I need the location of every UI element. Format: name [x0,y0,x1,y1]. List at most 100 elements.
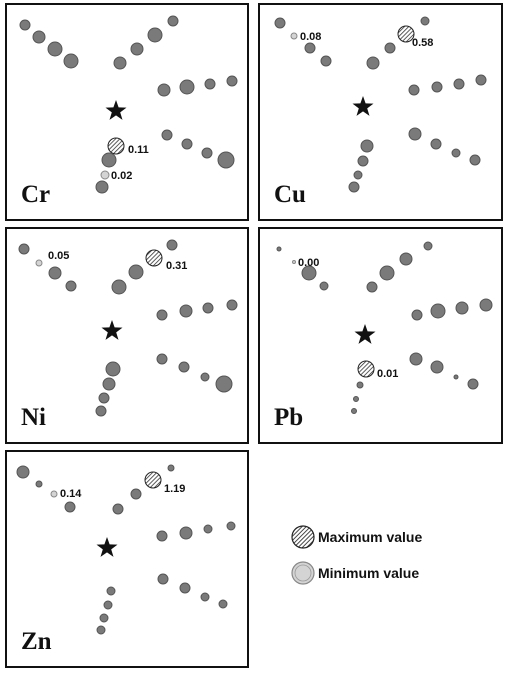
sample-point [399,252,413,266]
branch-top-left [16,465,76,513]
sample-point [475,74,487,86]
branch-top-right [366,16,430,70]
sample-point [226,75,238,87]
sample-point [157,573,169,585]
panel-pb: 0.00 0.01 Pb [258,227,503,444]
sample-point [112,503,124,515]
sample-point [101,152,117,168]
min-value-point [292,260,296,264]
panel-cr: 0.11 0.02 Cr [5,3,249,221]
source-star-icon [352,96,374,116]
sample-point [217,151,235,169]
panel-cu: 0.08 0.58 Cu [258,3,503,221]
min-value-label: 0.02 [111,170,132,182]
min-value-point [50,490,58,498]
sample-point [319,281,329,291]
sample-point [179,582,191,594]
sample-point [451,148,461,158]
sample-point [167,464,175,472]
sample-point [113,56,127,70]
branch-top-left [18,243,77,292]
branch-bottom [96,586,116,635]
max-value-label: 0.11 [128,144,149,156]
element-label: Cu [274,181,306,208]
sample-point [301,265,317,281]
sample-point [351,408,357,414]
sample-point [147,27,163,43]
branch-top-right [113,15,179,70]
sample-point [200,592,210,602]
sample-point [156,309,168,321]
sample-point [102,377,116,391]
sample-point [167,15,179,27]
sample-point [179,526,193,540]
sample-point [179,79,195,95]
min-value-label: 0.08 [300,31,321,43]
branch-bottom [95,137,125,194]
sample-point [453,78,465,90]
sample-point [411,309,423,321]
sample-point [111,279,127,295]
sample-point [430,138,442,150]
sample-point [357,155,369,167]
max-value-point [144,471,162,489]
branch-top-left [274,17,332,67]
sample-point [455,301,469,315]
sample-point [130,42,144,56]
panel-cr-map: 0.11 0.02 [19,15,238,194]
max-value-point [357,360,375,378]
sample-point [204,78,216,90]
sample-point [99,613,109,623]
panel-ni: 0.05 0.31 Ni [5,227,249,444]
sample-point [453,374,459,380]
branch-top-right [112,464,175,515]
element-label: Ni [21,404,46,431]
sample-point [226,299,238,311]
sample-point [467,378,479,390]
sample-point [423,241,433,251]
sample-point [96,625,106,635]
panel-pb-map: 0.00 0.01 [276,241,493,414]
min-value-label: 0.14 [60,488,82,500]
sample-point [409,352,423,366]
branch-right [157,75,238,97]
max-value-label: 1.19 [164,483,185,495]
branch-right [156,521,236,542]
source-star-icon [101,320,123,340]
sample-point [360,139,374,153]
sample-point [105,361,121,377]
sample-point [47,41,63,57]
sample-point [200,372,210,382]
sample-point [166,239,178,251]
max-value-point [145,249,163,267]
sample-point [32,30,46,44]
sample-point [179,304,193,318]
min-value-label: 0.05 [48,250,69,262]
sample-point [181,138,193,150]
sample-point [178,361,190,373]
sample-point [469,154,481,166]
branch-bottom-right [156,353,233,393]
sample-point [157,83,171,97]
sample-point [276,246,282,252]
min-value-point [290,32,298,40]
sample-point [384,42,396,54]
sample-point [203,524,213,534]
element-label: Pb [274,404,304,431]
sample-point [218,599,228,609]
branch-right [156,299,238,321]
min-value-point [35,259,43,267]
sample-point [35,480,43,488]
sample-point [161,129,173,141]
sample-point [430,303,446,319]
sample-point [130,488,142,500]
sample-point [16,465,30,479]
element-label: Cr [21,181,51,208]
source-star-icon [96,537,118,557]
sample-point [128,264,144,280]
max-value-point [397,25,415,43]
branch-bottom-right [408,127,481,166]
panel-cu-map: 0.08 0.58 [274,16,487,193]
sample-point [202,302,214,314]
sample-point [106,586,116,596]
